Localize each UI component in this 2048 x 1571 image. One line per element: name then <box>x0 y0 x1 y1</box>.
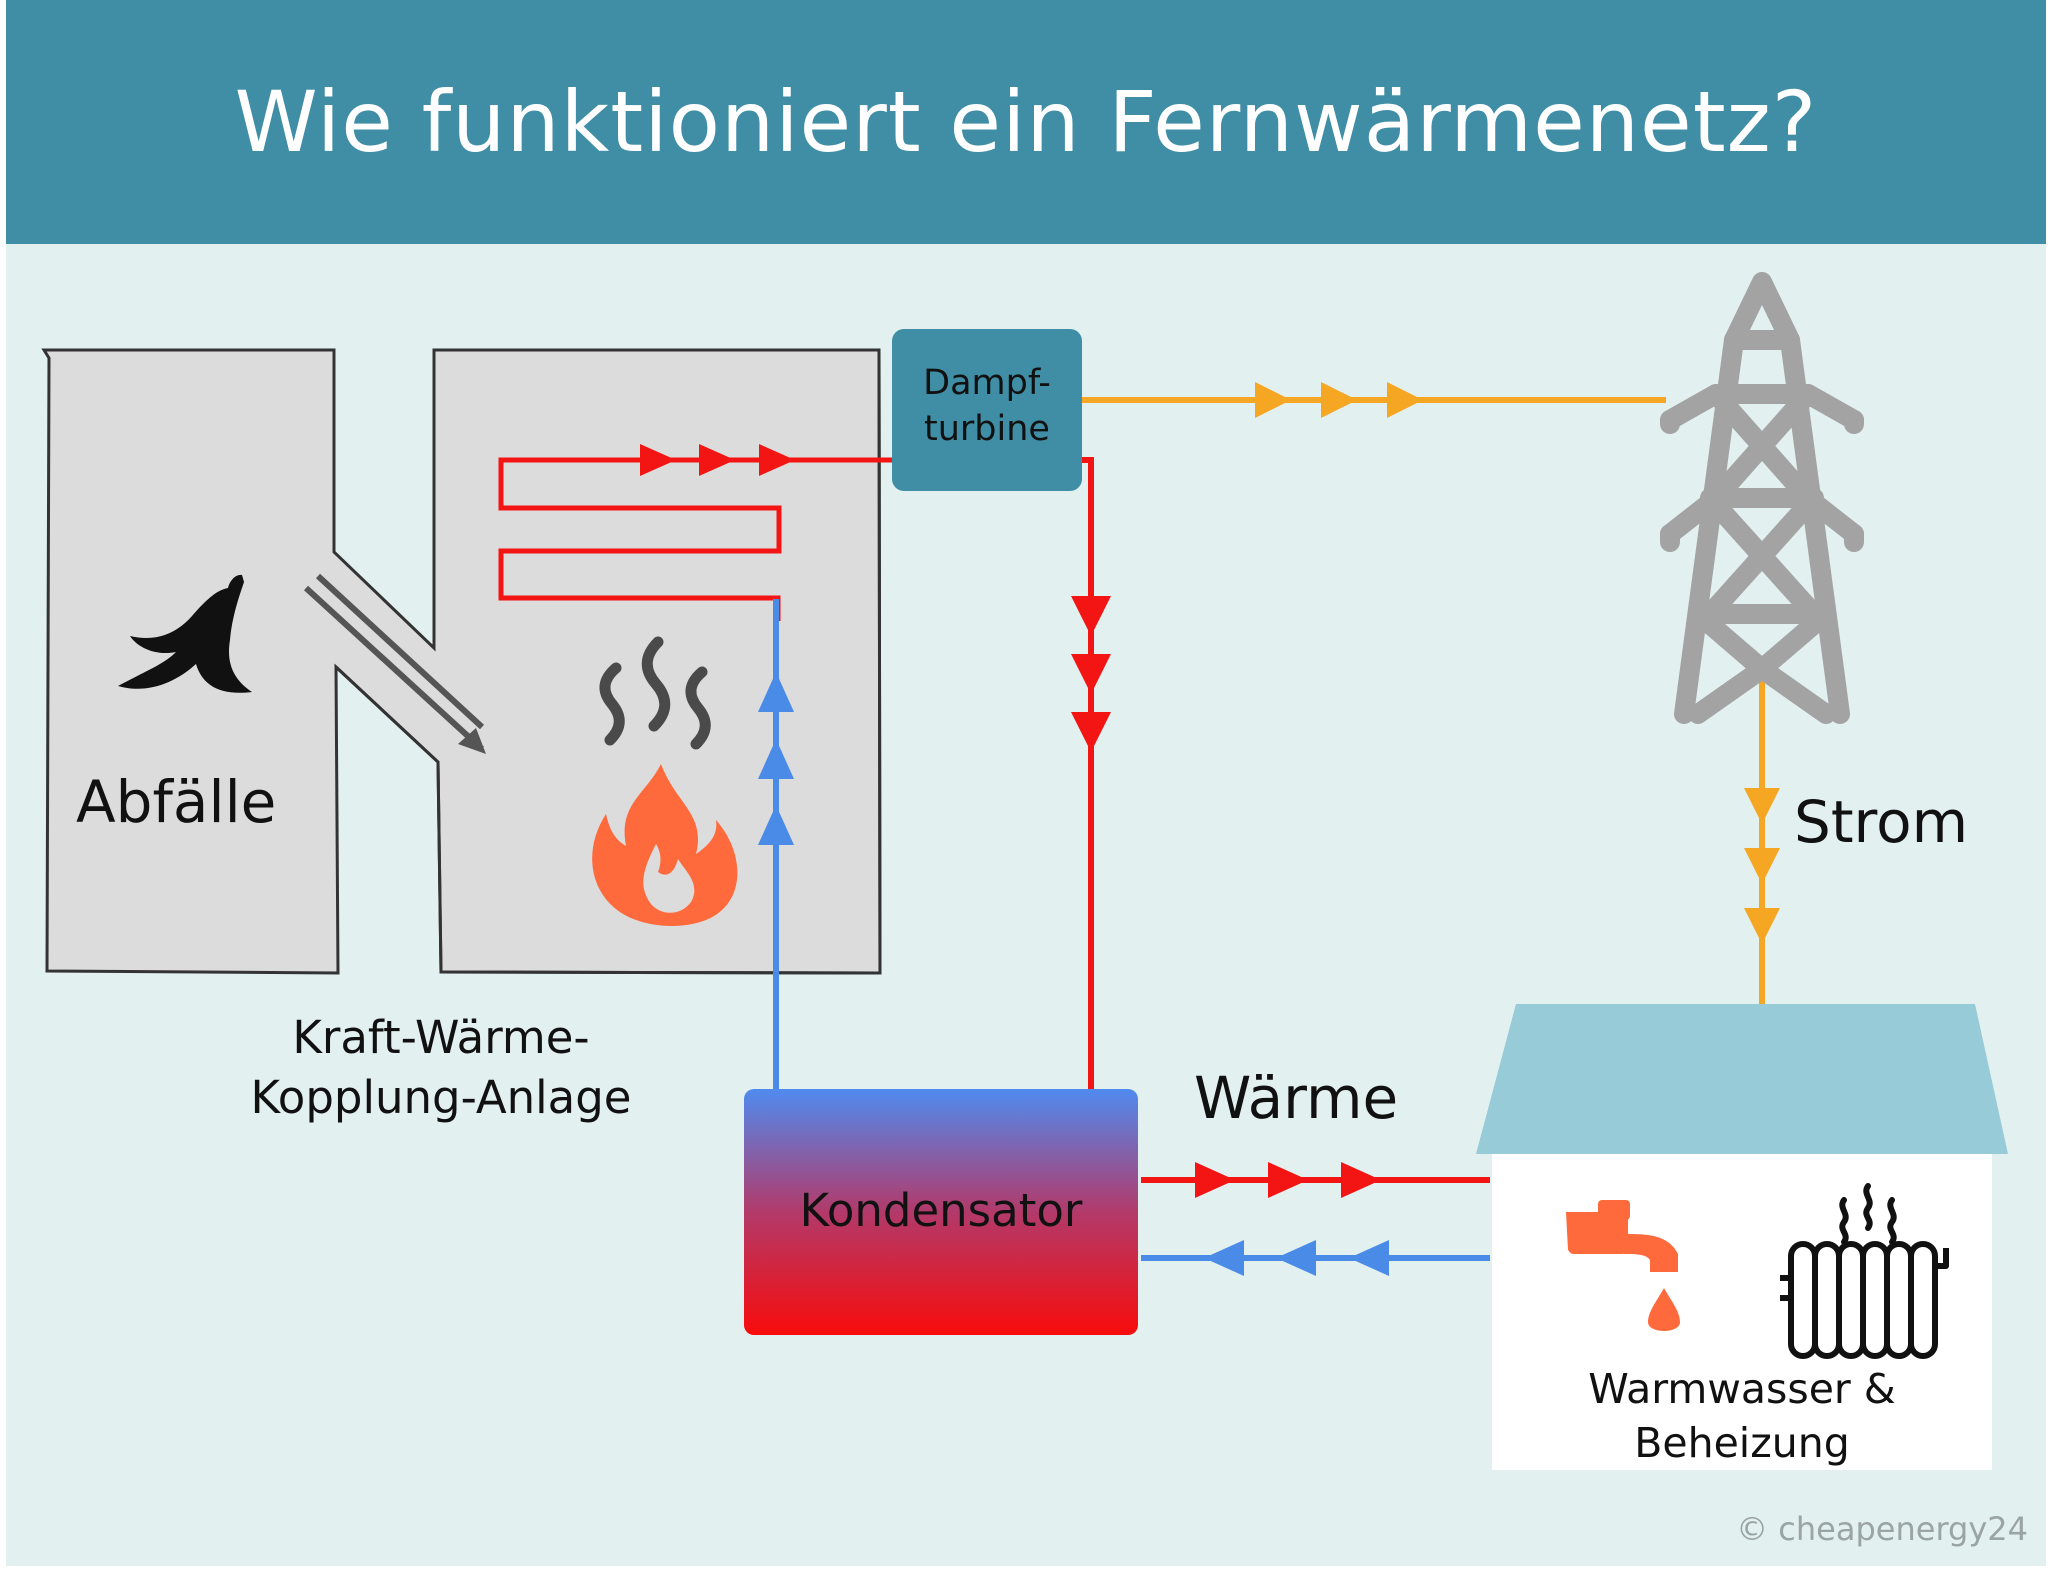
flame-icon <box>592 764 738 926</box>
feed-arrow-head <box>458 728 486 754</box>
power-down-arrows <box>1744 788 1780 944</box>
heat-label: Wärme <box>1194 1064 1399 1132</box>
plant-label-line1: Kraft-Wärme- <box>292 1011 590 1064</box>
combustion-chamber <box>334 348 882 975</box>
power-tower-icon <box>1660 272 1864 724</box>
steam-icon <box>599 636 711 750</box>
waste-label: Abfälle <box>76 768 277 836</box>
turbine-label-line2: turbine <box>924 409 1050 449</box>
turbine-label: Dampf- turbine <box>892 360 1082 452</box>
heat-exchanger-coil <box>498 457 895 621</box>
heat-supply-arrows <box>1195 1162 1381 1198</box>
title-banner: Wie funktioniert ein Fernwärmenetz? <box>6 0 2046 244</box>
water-tap-icon <box>1566 1200 1680 1331</box>
steam-turbine-box <box>892 329 1082 491</box>
house-label-line2: Beheizung <box>1634 1419 1850 1467</box>
cold-flow-arrows <box>758 672 794 845</box>
feed-arrow <box>303 573 485 752</box>
plant-label-line2: Kopplung-Anlage <box>250 1071 632 1124</box>
hot-feed-pipe <box>1079 457 1094 1091</box>
copyright-notice: © cheapenergy24 <box>1736 1510 2028 1548</box>
banana-peel-icon <box>118 574 252 693</box>
house-roof <box>1476 1004 2008 1154</box>
electricity-label: Strom <box>1794 788 1969 856</box>
turbine-label-line1: Dampf- <box>923 363 1051 403</box>
hot-down-arrows <box>1071 596 1111 752</box>
plant-label: Kraft-Wärme- Kopplung-Anlage <box>196 1008 686 1128</box>
heat-return-arrows <box>1204 1240 1389 1276</box>
house-label-line1: Warmwasser & <box>1588 1365 1896 1413</box>
page-title: Wie funktioniert ein Fernwärmenetz? <box>234 73 1818 171</box>
radiator-icon <box>1780 1183 1949 1359</box>
condenser-label: Kondensator <box>799 1184 1083 1237</box>
condenser-box <box>744 1089 1138 1335</box>
diagram-canvas: Abfälle Kraft-Wärme- Kopplung-Anlage Dam… <box>6 244 2046 1566</box>
house-label: Warmwasser & Beheizung <box>1492 1362 1992 1470</box>
district-heating-diagram <box>41 272 2008 1470</box>
power-flow-arrows <box>1255 382 1423 418</box>
hot-flow-arrows <box>640 444 795 476</box>
